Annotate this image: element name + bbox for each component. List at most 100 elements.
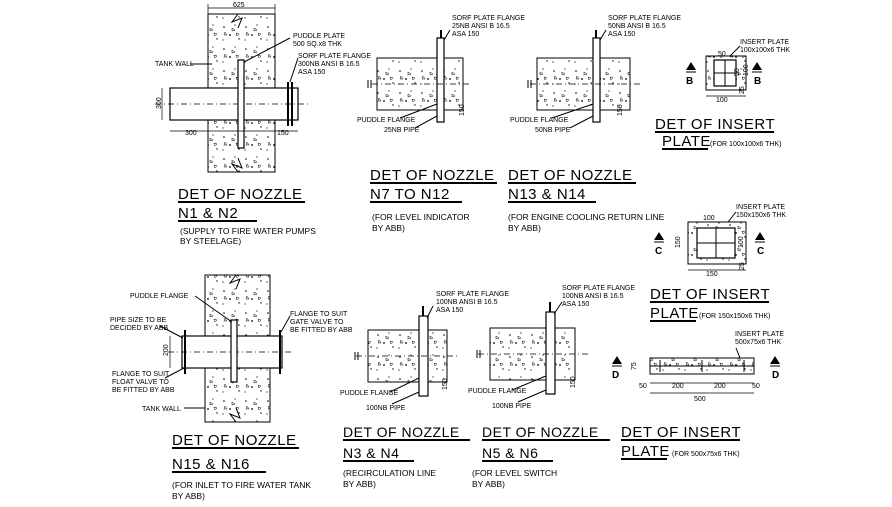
n1-dim-top: 625 xyxy=(233,2,245,9)
n3-label-puddle: PUDDLE FLANGE xyxy=(340,390,399,397)
ins500-title-1: DET OF INSERT xyxy=(621,424,741,441)
n13-note-2: BY ABB) xyxy=(508,223,541,233)
n13-title-1: DET OF NOZZLE xyxy=(508,167,633,184)
n7-note-1: (FOR LEVEL INDICATOR xyxy=(372,212,470,222)
ins100-dim-100-bottom: 100 xyxy=(716,97,728,104)
n13-dim-150: 150 xyxy=(617,104,624,116)
ins100-title-1: DET OF INSERT xyxy=(655,116,775,133)
n7-title-2: N7 TO N12 xyxy=(370,186,450,203)
ins150-dim-25: 25 xyxy=(739,262,746,270)
n7-dim-150: 150 xyxy=(459,104,466,116)
detail-nozzle-n13-n14: SORF PLATE FLANGE 50NB ANSI B 16.5 ASA 1… xyxy=(508,15,681,233)
n1-label-puddle-1: PUDDLE PLATE xyxy=(293,33,345,40)
n15-label-pipe-2: DECIDED BY ABB xyxy=(110,325,169,332)
detail-nozzle-n3-n4: SORF PLATE FLANGE 100NB ANSI B 16.5 ASA … xyxy=(340,291,509,489)
ins150-label-2: 150x150x6 THK xyxy=(736,212,786,219)
ins150-dim-100-side: 100 xyxy=(738,236,745,248)
n1-dim-side: 300 xyxy=(156,97,163,109)
ins150-dim-100-top: 100 xyxy=(703,215,715,222)
n3-note-2: BY ABB) xyxy=(343,479,376,489)
n1-note-2: BY STEELAGE) xyxy=(180,236,241,246)
n3-title-2: N3 & N4 xyxy=(343,445,399,461)
n7-label-sorf-1: SORF PLATE FLANGE xyxy=(452,15,525,22)
n5-label-puddle: PUDDLE FLANGE xyxy=(468,388,527,395)
ins500-section-right: D xyxy=(772,370,779,381)
n3-dim-150: 150 xyxy=(442,378,449,390)
n7-label-pipe: 25NB PIPE xyxy=(384,127,420,134)
n5-label-sorf-2: 100NB ANSI B 16.5 xyxy=(562,293,624,300)
n1-dim-bottom-left: 300 xyxy=(185,130,197,137)
detail-nozzle-n5-n6: SORF PLATE FLANGE 100NB ANSI B 16.5 ASA … xyxy=(468,285,635,489)
ins150-dim-150-side: 150 xyxy=(675,236,682,248)
n7-note-2: BY ABB) xyxy=(372,223,405,233)
ins500-title-note: (FOR 500x75x6 THK) xyxy=(672,451,740,458)
n3-label-sorf-1: SORF PLATE FLANGE xyxy=(436,291,509,298)
n7-label-sorf-2: 25NB ANSI B 16.5 xyxy=(452,23,510,30)
ins500-dim-75: 75 xyxy=(631,362,638,370)
ins150-section-right: C xyxy=(757,246,764,257)
n15-label-float-1: FLANGE TO SUIT xyxy=(112,371,170,378)
ins150-title-1: DET OF INSERT xyxy=(650,286,770,303)
ins150-section-left: C xyxy=(655,246,662,257)
n1-label-tank-wall: TANK WALL xyxy=(155,61,194,68)
n1-dim-bottom-right: 150 xyxy=(277,130,289,137)
n13-label-pipe: 50NB PIPE xyxy=(535,127,571,134)
n1-note-1: (SUPPLY TO FIRE WATER PUMPS xyxy=(180,226,316,236)
n15-note-1: (FOR INLET TO FIRE WATER TANK xyxy=(172,480,311,490)
n7-label-puddle: PUDDLE FLANGE xyxy=(357,117,416,124)
n13-label-puddle: PUDDLE FLANGE xyxy=(510,117,569,124)
detail-insert-plate-100: B B INSERT PLATE 100x100x6 THK 50 50 100… xyxy=(655,39,790,150)
n13-label-sorf-1: SORF PLATE FLANGE xyxy=(608,15,681,22)
n3-note-1: (RECIRCULATION LINE xyxy=(343,468,436,478)
ins150-label-1: INSERT PLATE xyxy=(736,204,785,211)
n15-title-2: N15 & N16 xyxy=(172,456,250,473)
n15-label-suit-2: GATE VALVE TO xyxy=(290,319,344,326)
n5-title-1: DET OF NOZZLE xyxy=(482,424,599,440)
n3-label-sorf-3: ASA 150 xyxy=(436,307,463,314)
n1-label-sorf-1: SORF PLATE FLANGE xyxy=(298,53,371,60)
ins500-dim-50a: 50 xyxy=(639,383,647,390)
n1-label-sorf-3: ASA 150 xyxy=(298,69,325,76)
n5-label-pipe: 100NB PIPE xyxy=(492,403,532,410)
n15-label-float-2: FLOAT VALVE TO xyxy=(112,379,169,386)
ins500-dim-200a: 200 xyxy=(672,383,684,390)
n15-dim-200: 200 xyxy=(163,344,170,356)
ins150-title-2: PLATE xyxy=(650,305,699,322)
ins100-label-2: 100x100x6 THK xyxy=(740,47,790,54)
ins100-label-1: INSERT PLATE xyxy=(740,39,789,46)
n15-note-2: BY ABB) xyxy=(172,491,205,501)
n5-note-2: BY ABB) xyxy=(472,479,505,489)
n7-title-1: DET OF NOZZLE xyxy=(370,167,495,184)
n15-label-float-3: BE FITTED BY ABB xyxy=(112,387,175,394)
ins150-title-note: (FOR 150x150x6 THK) xyxy=(699,313,770,320)
n3-label-pipe: 100NB PIPE xyxy=(366,405,406,412)
detail-nozzle-n7-n12: SORF PLATE FLANGE 25NB ANSI B 16.5 ASA 1… xyxy=(357,15,525,233)
n13-label-sorf-3: ASA 150 xyxy=(608,31,635,38)
n5-dim-150: 150 xyxy=(570,376,577,388)
detail-insert-plate-500: D D INSERT PLATE 500x75x6 THK 75 50 200 … xyxy=(612,331,784,460)
ins500-label-1: INSERT PLATE xyxy=(735,331,784,338)
n3-title-1: DET OF NOZZLE xyxy=(343,424,460,440)
n15-label-pipe-1: PIPE SIZE TO BE xyxy=(110,317,166,324)
n5-label-sorf-1: SORF PLATE FLANGE xyxy=(562,285,635,292)
ins500-label-2: 500x75x6 THK xyxy=(735,339,782,346)
n13-title-2: N13 & N14 xyxy=(508,186,586,203)
ins500-dim-50b: 50 xyxy=(752,383,760,390)
detail-nozzle-n15-n16: 200 PUDDLE FLANGE PIPE SIZE TO BE DECIDE… xyxy=(110,274,353,501)
detail-insert-plate-150: C C INSERT PLATE 150x150x6 THK 100 150 1… xyxy=(650,204,786,322)
n5-note-1: (FOR LEVEL SWITCH xyxy=(472,468,557,478)
n15-label-suit-3: BE FITTED BY ABB xyxy=(290,327,353,334)
ins100-dim-100-side: 100 xyxy=(743,64,750,76)
ins100-dim-50-side: 50 xyxy=(734,68,741,76)
n13-label-sorf-2: 50NB ANSI B 16.5 xyxy=(608,23,666,30)
n15-title-1: DET OF NOZZLE xyxy=(172,432,297,449)
n1-label-sorf-2: 300NB ANSI B 16.5 xyxy=(298,61,360,68)
n1-title-1: DET OF NOZZLE xyxy=(178,186,303,203)
ins500-title-2: PLATE xyxy=(621,443,670,460)
ins100-title-2: PLATE xyxy=(662,133,711,150)
n5-label-sorf-3: ASA 150 xyxy=(562,301,589,308)
n15-label-suit-1: FLANGE TO SUIT xyxy=(290,311,348,318)
n3-label-sorf-2: 100NB ANSI B 16.5 xyxy=(436,299,498,306)
ins500-dim-200b: 200 xyxy=(714,383,726,390)
